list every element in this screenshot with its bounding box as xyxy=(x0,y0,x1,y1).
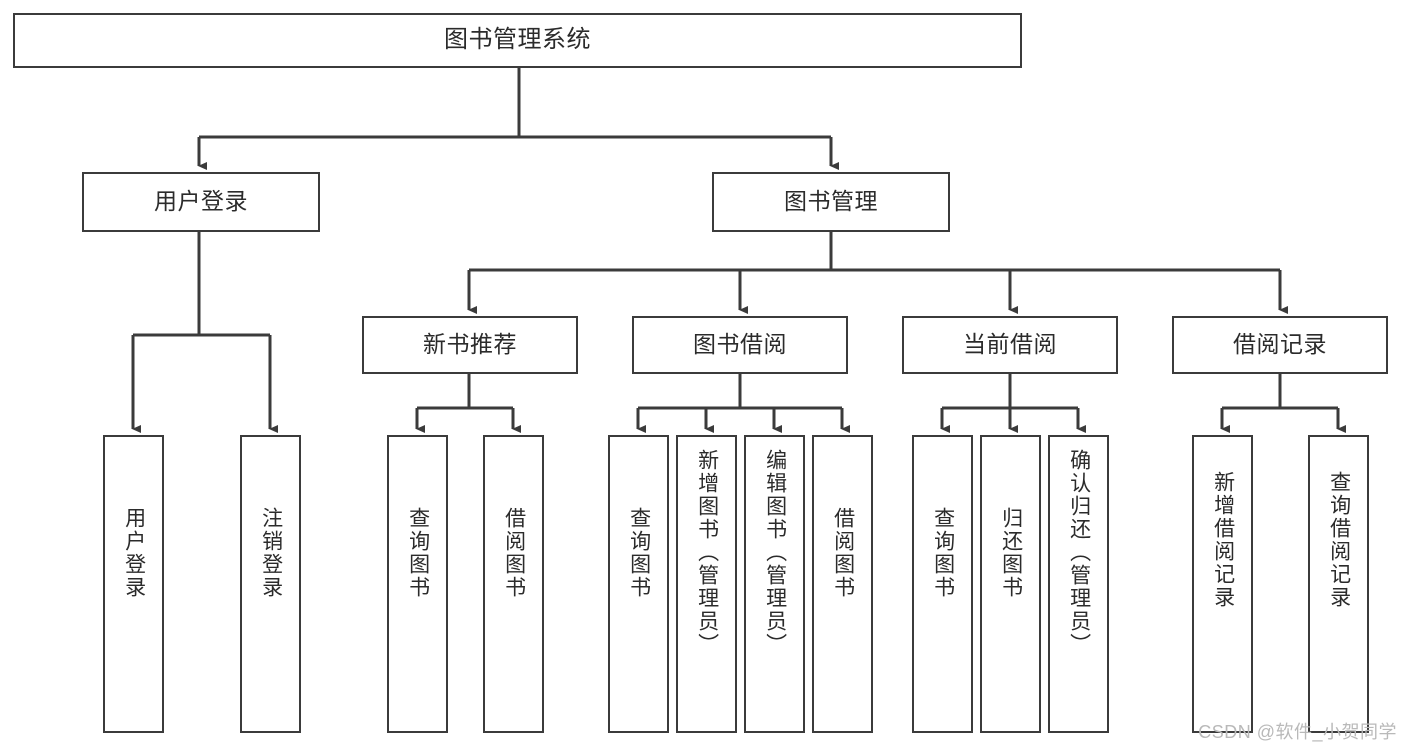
leaf-query-book-3-label: 查询图书 xyxy=(931,507,955,599)
leaf-add-book[interactable]: 新增图书（管理员） xyxy=(676,435,737,733)
leaf-query-book-2[interactable]: 查询图书 xyxy=(608,435,669,733)
node-current-borrow[interactable]: 当前借阅 xyxy=(902,316,1118,374)
node-book-manage-label: 图书管理 xyxy=(784,188,878,215)
leaf-add-record[interactable]: 新增借阅记录 xyxy=(1192,435,1253,733)
leaf-query-record[interactable]: 查询借阅记录 xyxy=(1308,435,1369,733)
leaf-user-logout[interactable]: 注销登录 xyxy=(240,435,301,733)
leaf-user-login[interactable]: 用户登录 xyxy=(103,435,164,733)
node-book-borrow[interactable]: 图书借阅 xyxy=(632,316,848,374)
leaf-user-logout-label: 注销登录 xyxy=(259,507,283,599)
leaf-query-book-3[interactable]: 查询图书 xyxy=(912,435,973,733)
leaf-query-book-1[interactable]: 查询图书 xyxy=(387,435,448,733)
node-book-borrow-label: 图书借阅 xyxy=(693,331,787,358)
leaf-add-book-label: 新增图书（管理员） xyxy=(695,449,719,656)
node-borrow-record[interactable]: 借阅记录 xyxy=(1172,316,1388,374)
leaf-add-record-label: 新增借阅记录 xyxy=(1211,471,1235,609)
node-book-manage[interactable]: 图书管理 xyxy=(712,172,950,232)
node-user-login-label: 用户登录 xyxy=(154,188,248,215)
leaf-confirm-return[interactable]: 确认归还（管理员） xyxy=(1048,435,1109,733)
leaf-borrow-book-1-label: 借阅图书 xyxy=(502,507,526,599)
leaf-query-record-label: 查询借阅记录 xyxy=(1327,471,1351,609)
leaf-query-book-1-label: 查询图书 xyxy=(406,507,430,599)
leaf-confirm-return-label: 确认归还（管理员） xyxy=(1067,449,1091,656)
leaf-edit-book-label: 编辑图书（管理员） xyxy=(763,449,787,656)
node-new-book-rec[interactable]: 新书推荐 xyxy=(362,316,578,374)
leaf-return-book-label: 归还图书 xyxy=(999,507,1023,599)
leaf-borrow-book-2-label: 借阅图书 xyxy=(831,507,855,599)
leaf-user-login-label: 用户登录 xyxy=(122,507,146,599)
node-root-label: 图书管理系统 xyxy=(444,26,591,54)
watermark: CSDN @软件_小贺同学 xyxy=(1198,722,1397,742)
leaf-borrow-book-1[interactable]: 借阅图书 xyxy=(483,435,544,733)
node-current-borrow-label: 当前借阅 xyxy=(963,331,1057,358)
leaf-query-book-2-label: 查询图书 xyxy=(627,507,651,599)
leaf-edit-book[interactable]: 编辑图书（管理员） xyxy=(744,435,805,733)
node-user-login[interactable]: 用户登录 xyxy=(82,172,320,232)
leaf-return-book[interactable]: 归还图书 xyxy=(980,435,1041,733)
node-root[interactable]: 图书管理系统 xyxy=(13,13,1022,68)
node-borrow-record-label: 借阅记录 xyxy=(1233,331,1327,358)
node-new-book-rec-label: 新书推荐 xyxy=(423,331,517,358)
leaf-borrow-book-2[interactable]: 借阅图书 xyxy=(812,435,873,733)
